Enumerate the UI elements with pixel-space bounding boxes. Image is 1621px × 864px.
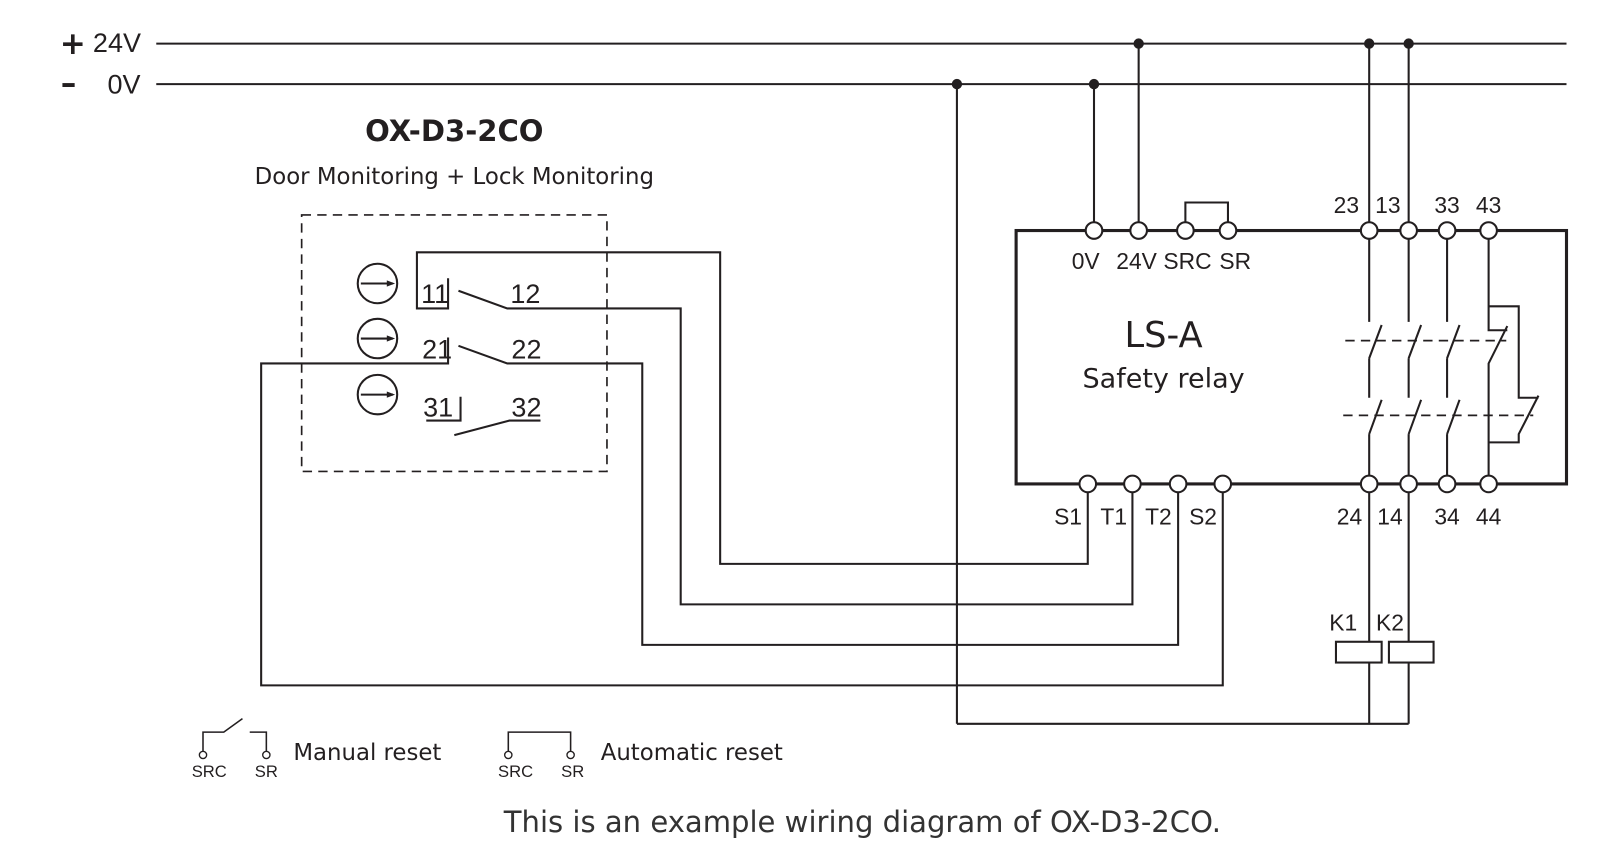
terminal-label: 24 xyxy=(1337,503,1363,529)
legend-automatic-label: Automatic reset xyxy=(601,740,783,766)
minus-rail-label: 0V xyxy=(107,69,140,99)
relay-terminals xyxy=(1078,221,1498,494)
terminal-label: SR xyxy=(1219,248,1251,274)
actuator-icon xyxy=(356,262,399,416)
terminal-label: SRC xyxy=(1163,248,1211,274)
supply-rails: + 24V – 0V xyxy=(60,26,1567,101)
terminal-label: T1 xyxy=(1100,503,1127,529)
contact-label: 11 xyxy=(421,279,449,309)
relay-contacts xyxy=(1343,238,1540,476)
legend-manual-label: Manual reset xyxy=(293,740,441,766)
minus-sign: – xyxy=(61,65,77,101)
coil-label: K2 xyxy=(1376,609,1404,635)
coils: K1 K2 xyxy=(1329,492,1435,724)
coil-k2 xyxy=(1387,640,1435,664)
safety-relay: LS-A Safety relay xyxy=(955,43,1569,725)
relay-subtitle: Safety relay xyxy=(1083,363,1245,394)
terminal-label: 14 xyxy=(1377,503,1403,529)
plus-sign: + xyxy=(60,26,86,62)
plus-rail-label: 24V xyxy=(93,28,141,58)
switch-enclosure xyxy=(300,214,608,473)
terminal-label: 44 xyxy=(1476,503,1502,529)
contact-label: 12 xyxy=(510,279,540,309)
legend-sr-label: SR xyxy=(561,762,584,781)
coil-k1 xyxy=(1334,640,1383,664)
terminal-label: 24V xyxy=(1116,248,1157,274)
relay-title: LS-A xyxy=(1124,315,1202,356)
terminal-label: 33 xyxy=(1434,192,1459,218)
terminal-label: 13 xyxy=(1375,192,1400,218)
terminal-label: 43 xyxy=(1476,192,1501,218)
terminal-label: S1 xyxy=(1054,503,1082,529)
relay-body xyxy=(1014,228,1569,486)
legend-manual-reset: SRC SR Manual reset xyxy=(192,717,441,781)
legend-src-label: SRC xyxy=(192,762,227,781)
terminal-label: 23 xyxy=(1334,192,1359,218)
door-switch: OX-D3-2CO Door Monitoring + Lock Monitor… xyxy=(255,114,1224,687)
caption: This is an example wiring diagram of OX-… xyxy=(503,805,1221,839)
coil-label: K1 xyxy=(1329,609,1357,635)
reset-jumper xyxy=(1184,201,1229,223)
switch-title: OX-D3-2CO xyxy=(365,114,543,148)
contact-label: 22 xyxy=(511,334,541,364)
terminal-label: T2 xyxy=(1145,503,1172,529)
terminal-label: 0V xyxy=(1072,248,1101,274)
legend-src-label: SRC xyxy=(498,762,533,781)
contact-label: 32 xyxy=(511,392,541,422)
switch-subtitle: Door Monitoring + Lock Monitoring xyxy=(255,164,654,190)
terminal-label: 34 xyxy=(1434,503,1460,529)
contact-label: 31 xyxy=(423,392,453,422)
legend-sr-label: SR xyxy=(255,762,278,781)
terminal-label: S2 xyxy=(1189,503,1217,529)
legend-automatic-reset: SRC SR Automatic reset xyxy=(498,731,783,781)
